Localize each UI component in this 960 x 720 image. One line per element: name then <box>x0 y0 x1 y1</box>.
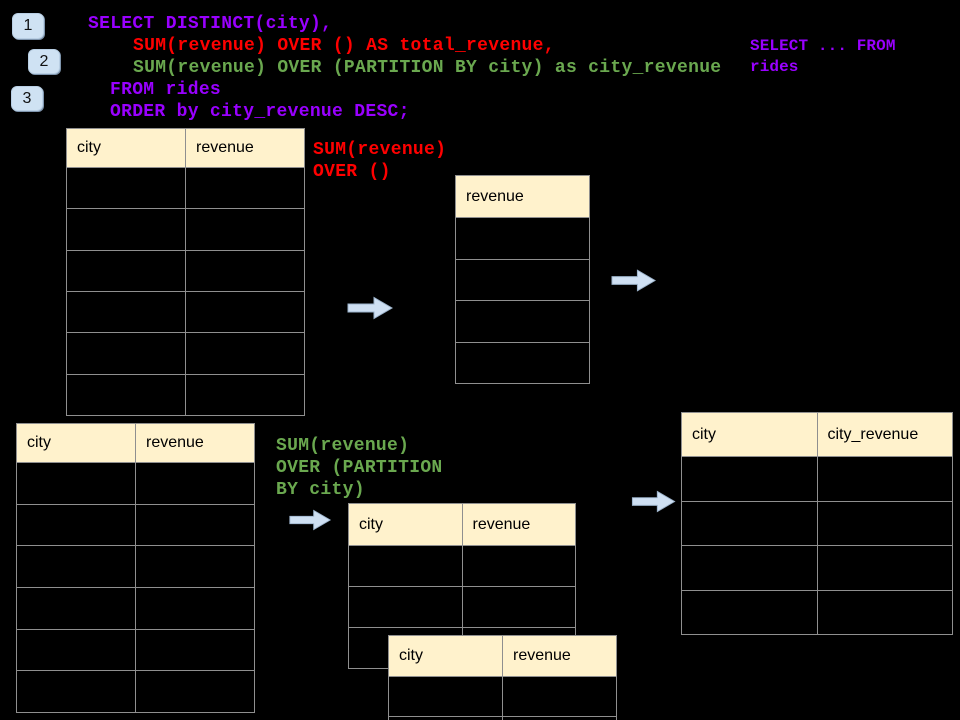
table-cell <box>186 291 304 333</box>
annotation-total-line1: SUM(revenue) <box>313 140 447 160</box>
table-cell <box>67 168 185 209</box>
table-cell <box>817 546 952 590</box>
table-cell <box>389 677 502 716</box>
table-cell <box>186 168 304 209</box>
annotation-total-line2: OVER () <box>313 162 391 182</box>
table-cell <box>349 546 462 586</box>
arrow-right-icon <box>611 269 656 292</box>
column-header-revenue: revenue <box>456 176 589 217</box>
annotation-partition-line3: BY city) <box>276 480 365 500</box>
table-cell <box>682 546 817 590</box>
column-header-city: city <box>389 636 502 676</box>
table-cell <box>456 259 589 300</box>
annotation-partition-line1: SUM(revenue) <box>276 436 410 456</box>
table-cell <box>136 463 254 504</box>
column-header-revenue: revenue <box>503 636 616 676</box>
table-partition-back: city revenue <box>348 503 576 669</box>
sql-line-total-revenue: SUM(revenue) OVER () AS total_revenue, <box>133 36 555 56</box>
table-source-bottom: city revenue <box>16 423 255 713</box>
column-header-revenue: revenue <box>462 504 575 545</box>
step-2-badge: 2 <box>28 49 60 74</box>
table-cell <box>682 501 817 545</box>
arrow-right-icon <box>289 509 332 531</box>
table-source-top: city revenue <box>66 128 305 416</box>
column-header-city: city <box>17 424 135 462</box>
table-partition-front: city revenue <box>388 635 617 720</box>
side-code-select-from: SELECT ... FROM <box>750 37 896 55</box>
table-cell <box>17 546 135 587</box>
table-cell <box>136 504 254 546</box>
table-cell <box>817 590 952 634</box>
table-cell <box>136 671 254 712</box>
table-cell <box>389 717 502 720</box>
table-cell <box>17 463 135 504</box>
column-header-city: city <box>349 504 462 545</box>
column-header-city: city <box>682 413 817 456</box>
table-total-revenue: revenue <box>455 175 590 384</box>
table-cell <box>817 501 952 545</box>
table-cell <box>17 671 135 712</box>
step-1-badge: 1 <box>12 13 44 39</box>
table-cell <box>682 590 817 634</box>
table-cell <box>67 209 185 250</box>
table-cell <box>186 333 304 374</box>
column-header-revenue: revenue <box>186 129 304 167</box>
table-cell <box>682 457 817 501</box>
table-cell <box>136 546 254 587</box>
table-cell <box>67 333 185 374</box>
table-cell <box>456 301 589 342</box>
table-cell <box>349 587 462 627</box>
table-result: city city_revenue <box>681 412 953 635</box>
column-header-revenue: revenue <box>136 424 254 462</box>
table-cell <box>17 629 135 671</box>
table-cell <box>503 717 616 720</box>
sql-line-city-revenue: SUM(revenue) OVER (PARTITION BY city) as… <box>133 58 722 78</box>
table-cell <box>503 677 616 716</box>
table-cell <box>67 250 185 291</box>
sql-line-order-by: ORDER by city_revenue DESC; <box>110 102 410 122</box>
table-cell <box>462 587 575 627</box>
table-cell <box>186 209 304 250</box>
table-cell <box>136 588 254 629</box>
column-header-city: city <box>67 129 185 167</box>
arrow-right-icon <box>631 490 676 513</box>
annotation-partition-line2: OVER (PARTITION <box>276 458 443 478</box>
table-cell <box>817 457 952 501</box>
table-cell <box>462 546 575 586</box>
column-header-city-revenue: city_revenue <box>817 413 952 456</box>
table-cell <box>456 218 589 259</box>
sql-line-select: SELECT DISTINCT(city), <box>88 14 333 34</box>
table-cell <box>17 504 135 546</box>
arrow-right-icon <box>347 296 393 320</box>
sql-line-from: FROM rides <box>110 80 222 100</box>
table-cell <box>67 291 185 333</box>
table-cell <box>456 342 589 383</box>
side-code-rides: rides <box>750 58 799 76</box>
table-cell <box>17 588 135 629</box>
table-cell <box>186 250 304 291</box>
step-3-badge: 3 <box>11 86 43 111</box>
table-cell <box>186 374 304 415</box>
table-cell <box>136 629 254 671</box>
table-cell <box>67 374 185 415</box>
